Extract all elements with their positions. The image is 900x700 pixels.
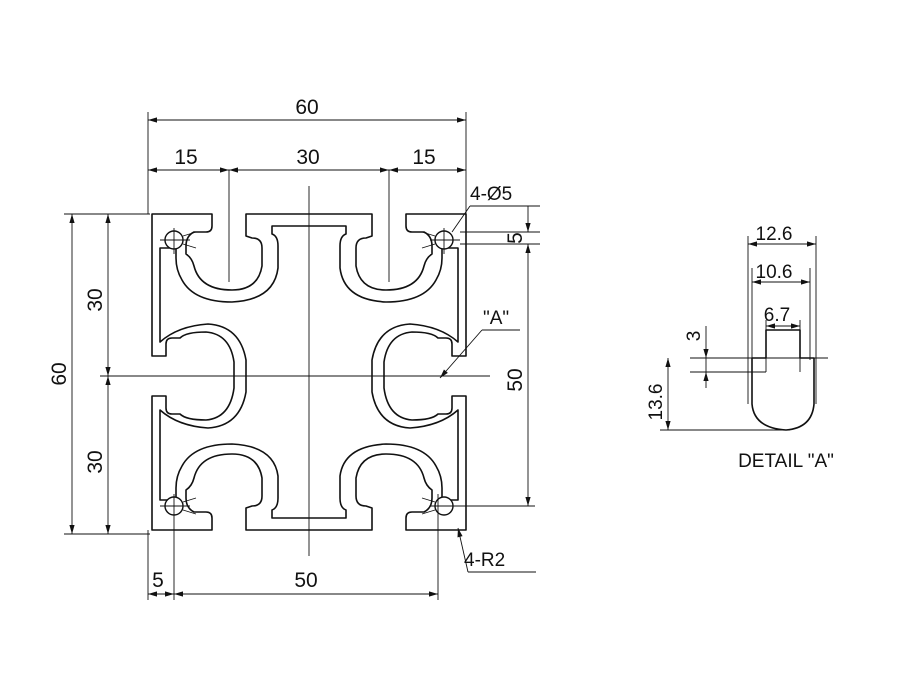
dim-right-slot-offset: 15 xyxy=(412,146,435,169)
detail-texts: 12.6 10.6 6.7 3 13.6 DETAIL "A" xyxy=(646,224,834,472)
dim-hole-edge-offset-bottom: 5 xyxy=(152,569,164,592)
callout-corner-radius: 4-R2 xyxy=(464,550,505,571)
detail-dim-lip-thickness: 3 xyxy=(684,331,705,342)
detail-dim-outer-width: 12.6 xyxy=(756,224,793,245)
dimension-lines xyxy=(64,112,540,600)
detail-view xyxy=(660,236,828,431)
dim-overall-height: 60 xyxy=(48,362,71,385)
profile-outline xyxy=(151,213,467,531)
detail-dim-inner-width: 10.6 xyxy=(756,262,793,283)
profile-main-view xyxy=(108,170,490,600)
detail-dim-depth: 13.6 xyxy=(646,384,667,421)
callout-detail-ref: "A" xyxy=(483,308,509,329)
detail-title: DETAIL "A" xyxy=(738,451,834,472)
dim-hole-pitch-horizontal: 50 xyxy=(294,569,317,592)
detail-slot-outline xyxy=(751,329,815,431)
detail-dim-opening: 6.7 xyxy=(764,305,790,326)
callout-holes: 4-Ø5 xyxy=(470,184,512,205)
dim-hole-pitch-vertical: 50 xyxy=(504,368,527,391)
dimension-texts: 60 15 30 15 60 30 30 50 5 5 50 4-Ø5 "A" … xyxy=(48,96,527,592)
dim-upper-half: 30 xyxy=(84,288,107,311)
profile-inner-walls xyxy=(159,225,459,519)
dim-hole-edge-offset-right: 5 xyxy=(504,232,527,244)
dim-lower-half: 30 xyxy=(84,450,107,473)
dim-center-span: 30 xyxy=(296,146,319,169)
dim-overall-width: 60 xyxy=(295,96,318,119)
dim-left-slot-offset: 15 xyxy=(174,146,197,169)
